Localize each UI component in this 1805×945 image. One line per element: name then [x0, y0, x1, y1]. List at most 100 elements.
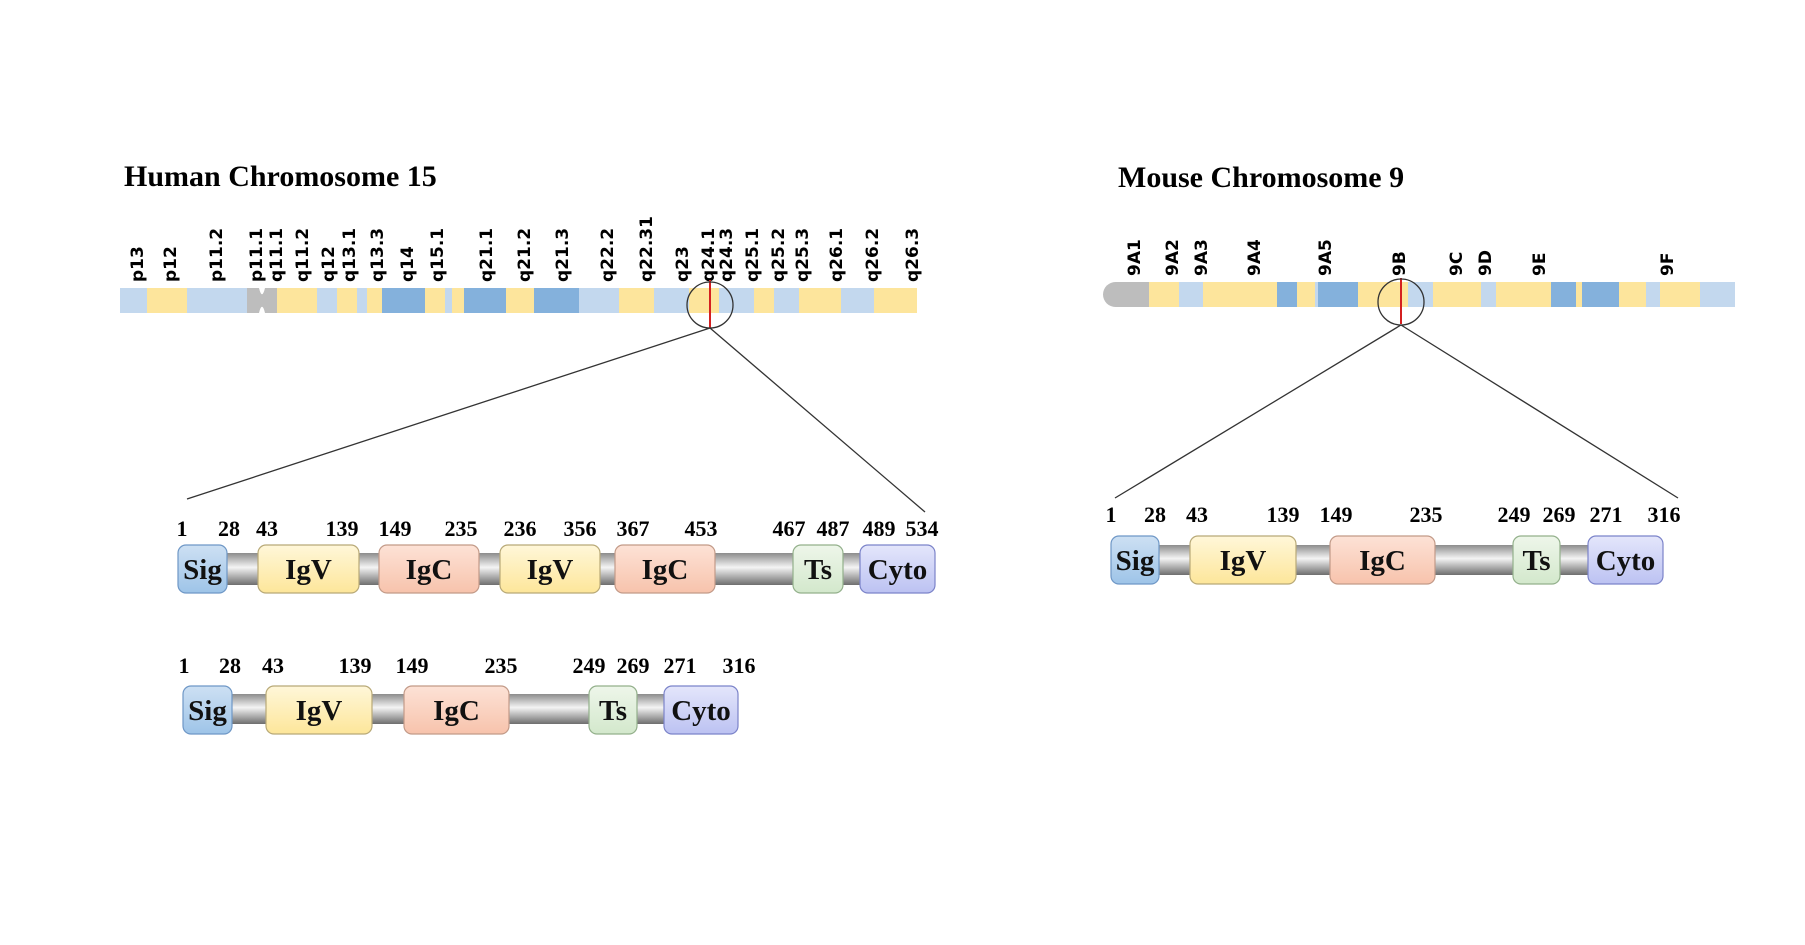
human-isoform-1-domain-igv — [257, 544, 360, 594]
human-band-segment — [445, 288, 452, 313]
human-isoform-1-domain-label-igv: IgV — [527, 554, 574, 586]
human-connector-left — [186, 327, 711, 500]
human-band-label-q26-1: q26.1 — [827, 228, 847, 282]
human-isoform-2-domain-sig — [182, 685, 233, 735]
human-isoform-2-residue-number: 139 — [339, 653, 372, 678]
mouse-band-segment — [1582, 282, 1619, 307]
mouse-connector-right — [1400, 324, 1679, 499]
mouse-isoform-1-residue-number: 139 — [1267, 502, 1300, 527]
human-band-segment — [425, 288, 445, 313]
human-band-label-q23: q23 — [673, 246, 693, 282]
human-band-segment — [654, 288, 689, 313]
human-band-segment — [187, 288, 247, 313]
mouse-band-segment — [1646, 282, 1660, 307]
mouse-isoform-1-domain-label-cyto: Cyto — [1596, 545, 1656, 577]
human-isoform-2-domain-label-igc: IgC — [433, 695, 480, 727]
mouse-band-label-9e: 9E — [1530, 253, 1550, 276]
human-isoform-2-domain-ts — [588, 685, 638, 735]
human-isoform-1-domain-sig — [177, 544, 228, 594]
human-isoform-1-residue-number: 356 — [564, 516, 597, 541]
mouse-band-segment — [1318, 282, 1358, 307]
human-band-label-q26-2: q26.2 — [863, 228, 883, 282]
human-band-label-q24-3: q24.3 — [717, 228, 737, 282]
mouse-centromere — [1103, 282, 1149, 307]
mouse-band-label-9d: 9D — [1476, 250, 1496, 276]
human-band-segment — [841, 288, 874, 313]
mouse-isoform-1-residue-number: 316 — [1648, 502, 1681, 527]
mouse-isoform-1-domain-igc — [1329, 535, 1436, 585]
mouse-band-segment — [1297, 282, 1315, 307]
mouse-connector-left — [1114, 324, 1402, 499]
human-band-segment — [337, 288, 357, 313]
human-isoform-1-residue-number: 534 — [906, 516, 939, 541]
human-isoform-2-residue-number: 235 — [485, 653, 518, 678]
mouse-band-label-9a1: 9A1 — [1125, 239, 1145, 276]
human-band-segment — [452, 288, 464, 313]
human-isoform-1-domain-label-cyto: Cyto — [868, 554, 928, 586]
mouse-band-label-9a3: 9A3 — [1192, 239, 1212, 276]
human-band-segment — [689, 288, 719, 313]
human-band-segment — [754, 288, 774, 313]
mouse-isoform-1-residue-number: 43 — [1186, 502, 1208, 527]
human-isoform-1-residue-number: 1 — [177, 516, 188, 541]
human-band-label-p11-1: p11.1 — [247, 228, 267, 282]
human-band-segment — [120, 288, 147, 313]
human-band-label-p12: p12 — [161, 246, 181, 282]
human-band-label-q22-31: q22.31 — [637, 216, 657, 282]
human-zoom-marker — [186, 280, 926, 513]
human-band-segment — [464, 288, 506, 313]
human-band-segment — [874, 288, 917, 313]
human-isoform-1-residue-number: 149 — [379, 516, 412, 541]
mouse-isoform-1-domain-label-sig: Sig — [1116, 545, 1155, 577]
human-band-label-p13: p13 — [128, 246, 148, 282]
mouse-isoform-1-residue-number: 1 — [1106, 502, 1117, 527]
human-isoform-2-domain-igc — [403, 685, 510, 735]
human-isoform-2-domain-label-ts: Ts — [599, 695, 627, 727]
mouse-band-segment — [1315, 282, 1318, 307]
human-isoform-1-residue-number: 236 — [504, 516, 537, 541]
human-band-label-q25-3: q25.3 — [793, 228, 813, 282]
mouse-zoom-marker — [1114, 278, 1679, 499]
mouse-isoform-1-domain-label-ts: Ts — [1523, 545, 1551, 577]
mouse-band-label-9b: 9B — [1390, 251, 1410, 276]
mouse-band-segment — [1203, 282, 1277, 307]
mouse-band-label-9a4: 9A4 — [1245, 239, 1265, 276]
mouse-isoform-1-residue-number: 28 — [1144, 502, 1166, 527]
mouse-band-segment — [1496, 282, 1551, 307]
mouse-band-segment — [1576, 282, 1582, 307]
human-isoform-1-residue-number: 367 — [617, 516, 650, 541]
human-connector-right — [709, 327, 926, 513]
mouse-isoform-1-domain-label-igv: IgV — [1220, 545, 1267, 577]
human-isoform-1-residue-number: 28 — [218, 516, 240, 541]
human-isoform-1-domain-label-igc: IgC — [406, 554, 453, 586]
mouse-isoform-1-domain-cyto — [1587, 535, 1664, 585]
human-band-label-p11-2: p11.2 — [207, 228, 227, 282]
human-isoform-2-domain-igv — [265, 685, 373, 735]
human-isoform-2-domain-label-sig: Sig — [188, 695, 227, 727]
mouse-isoform-1-residue-number: 269 — [1543, 502, 1576, 527]
human-band-segment — [774, 288, 799, 313]
human-isoform-1-domain-label-ts: Ts — [804, 554, 832, 586]
human-isoform-1-residue-number: 487 — [817, 516, 850, 541]
human-isoform-2-residue-number: 28 — [219, 653, 241, 678]
mouse-band-segment — [1358, 282, 1408, 307]
human-band-label-q14: q14 — [398, 246, 418, 282]
human-isoform-1-residue-number: 453 — [685, 516, 718, 541]
human-isoform-1-residue-number: 43 — [256, 516, 278, 541]
human-isoform-2-residue-number: 43 — [262, 653, 284, 678]
mouse-isoform-1-residue-number: 271 — [1590, 502, 1623, 527]
mouse-band-segment — [1179, 282, 1203, 307]
mouse-chromosome-title: Mouse Chromosome 9 — [1118, 161, 1404, 194]
human-band-segment — [534, 288, 579, 313]
human-isoform-1-domain-cyto — [859, 544, 936, 594]
protein-domain-diagrams: Sig IgV IgC IgV IgC Ts Cyto 1 28 43 139 149 235 236 35… — [177, 502, 1681, 735]
mouse-band-segment — [1408, 282, 1433, 307]
human-band-label-q11-2: q11.2 — [293, 228, 313, 282]
human-band-segment — [579, 288, 619, 313]
human-band-segment — [277, 288, 317, 313]
human-isoform-2-domain-cyto — [663, 685, 739, 735]
